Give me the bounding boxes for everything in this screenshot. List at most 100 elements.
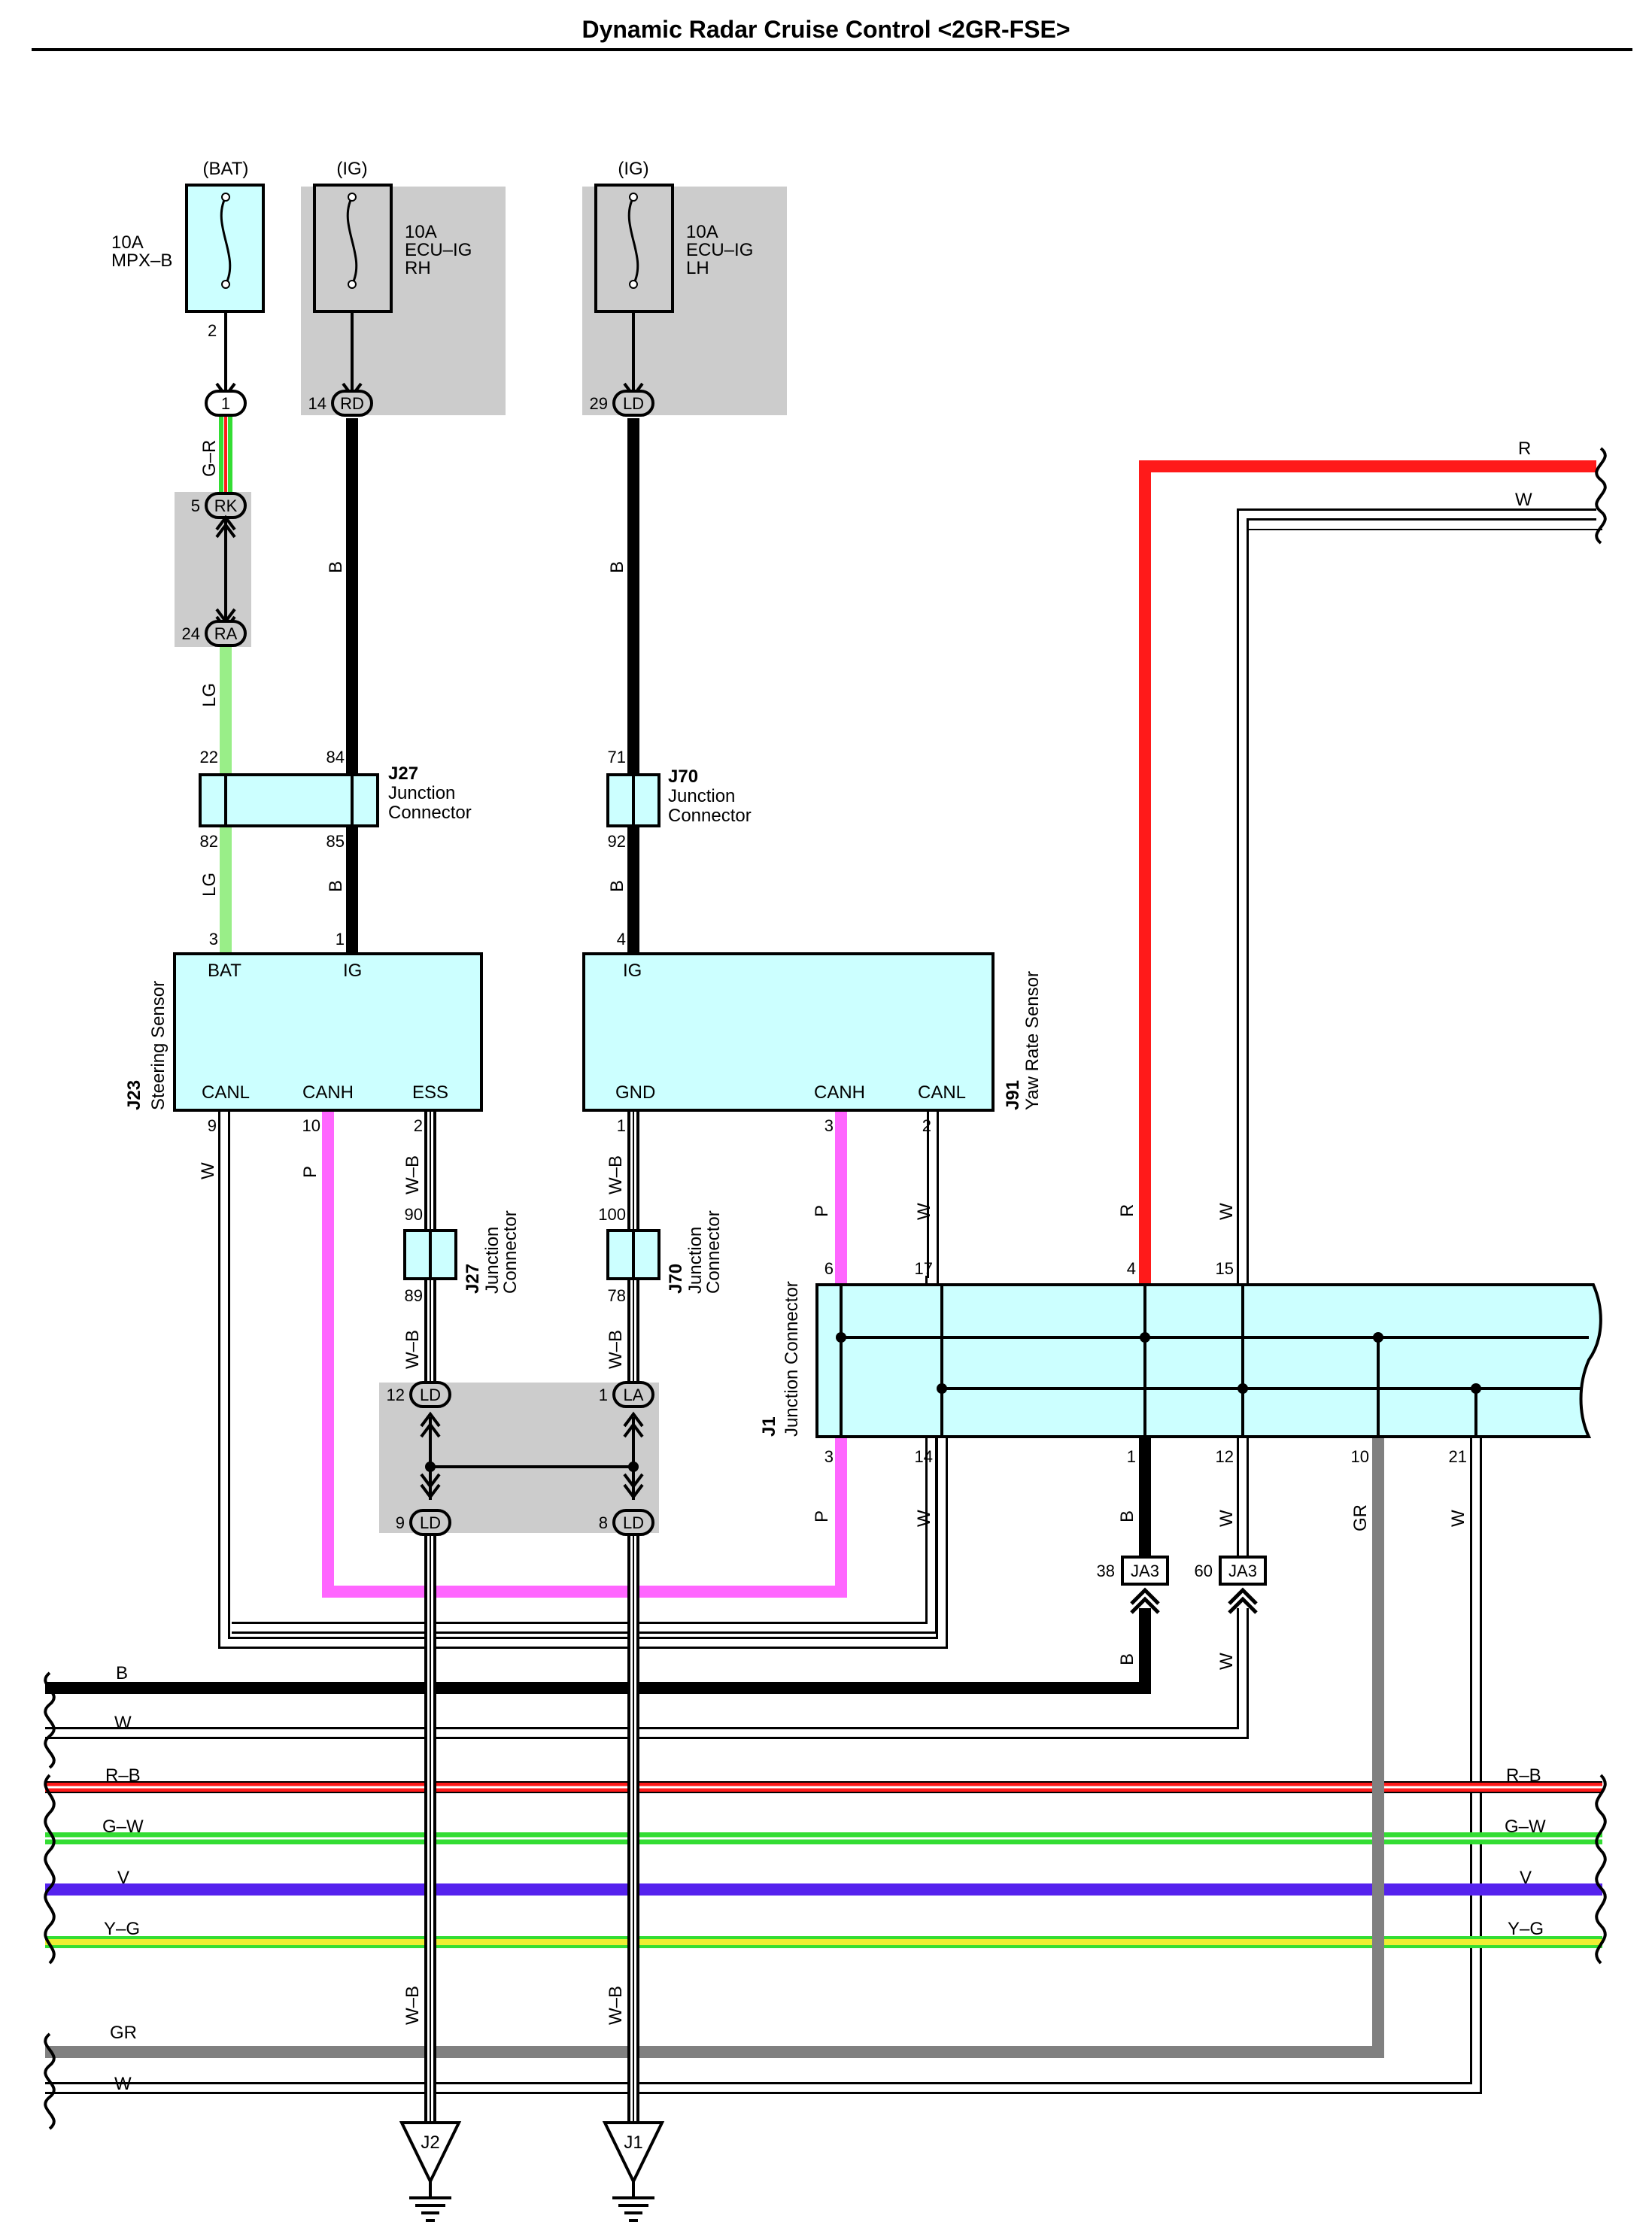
svg-text:90: 90 xyxy=(405,1205,423,1224)
svg-text:1: 1 xyxy=(599,1386,608,1404)
svg-text:W: W xyxy=(1216,1510,1237,1527)
svg-text:W–B: W–B xyxy=(606,1330,626,1369)
svg-text:W: W xyxy=(1216,1653,1237,1670)
wire-r-top xyxy=(1139,460,1596,1285)
junction-j1: 6 17 4 15 3 14 1 12 10 21 J1 Junction Co… xyxy=(759,1259,1602,1466)
svg-text:R: R xyxy=(1117,1204,1137,1217)
fuse-icon xyxy=(627,196,639,285)
svg-text:W: W xyxy=(914,1203,934,1220)
svg-text:P: P xyxy=(812,1205,832,1217)
svg-text:LG: LG xyxy=(199,683,220,707)
svg-text:MPX–B: MPX–B xyxy=(111,250,172,271)
svg-text:W–B: W–B xyxy=(606,1155,626,1194)
svg-text:ECU–IG: ECU–IG xyxy=(686,240,753,260)
svg-text:LD: LD xyxy=(623,1513,644,1532)
svg-text:B: B xyxy=(326,880,346,892)
svg-text:84: 84 xyxy=(326,748,345,766)
splice-ld-la xyxy=(420,1411,644,1500)
svg-text:J2: J2 xyxy=(421,2132,439,2153)
svg-text:W: W xyxy=(198,1162,218,1179)
svg-text:(IG): (IG) xyxy=(336,159,367,179)
svg-text:17: 17 xyxy=(915,1259,933,1278)
svg-text:W: W xyxy=(1216,1203,1237,1220)
svg-text:LG: LG xyxy=(199,873,220,897)
svg-text:LD: LD xyxy=(623,394,644,413)
svg-text:21: 21 xyxy=(1449,1447,1467,1466)
connector-ra: 24 RA xyxy=(182,608,247,647)
svg-text:89: 89 xyxy=(405,1286,423,1305)
connector-la: 1 LA xyxy=(599,1381,654,1408)
svg-text:R–B: R–B xyxy=(1506,1765,1541,1786)
svg-text:Junction: Junction xyxy=(388,783,455,803)
svg-text:B: B xyxy=(326,561,346,573)
connector-ld-29: 29 LD xyxy=(590,382,654,417)
steering-sensor-j23: BAT IG CANL CANH ESS 3 1 9 10 2 J23 Stee… xyxy=(124,930,483,1135)
svg-text:W–B: W–B xyxy=(402,1986,423,2025)
svg-text:Junction Connector: Junction Connector xyxy=(782,1281,802,1437)
svg-text:BAT: BAT xyxy=(208,961,241,981)
fuse-ecu-ig-lh: (IG) 10A ECU–IG LH xyxy=(594,159,753,313)
svg-text:Connector: Connector xyxy=(500,1210,521,1294)
svg-text:LD: LD xyxy=(420,1513,441,1532)
svg-text:W: W xyxy=(914,1510,934,1527)
svg-text:12: 12 xyxy=(387,1386,405,1404)
svg-text:B: B xyxy=(1117,1510,1137,1522)
svg-text:71: 71 xyxy=(608,748,626,766)
svg-text:85: 85 xyxy=(326,832,345,851)
svg-text:W: W xyxy=(1448,1510,1468,1527)
svg-text:ECU–IG: ECU–IG xyxy=(405,240,472,260)
svg-text:8: 8 xyxy=(599,1513,608,1532)
svg-text:2: 2 xyxy=(208,321,217,340)
svg-text:RK: RK xyxy=(214,496,238,515)
break-marks xyxy=(44,447,1607,2130)
svg-text:9: 9 xyxy=(208,1116,217,1135)
svg-text:1: 1 xyxy=(1127,1447,1136,1466)
svg-text:78: 78 xyxy=(608,1286,626,1305)
svg-text:12: 12 xyxy=(1216,1447,1234,1466)
svg-text:W–B: W–B xyxy=(402,1155,423,1194)
svg-text:4: 4 xyxy=(1127,1259,1136,1278)
svg-text:CANL: CANL xyxy=(918,1082,966,1103)
svg-text:V: V xyxy=(117,1868,129,1888)
junction-j27-top: 22 84 82 85 J27 Junction Connector xyxy=(199,748,472,851)
svg-text:JA3: JA3 xyxy=(1131,1562,1159,1580)
svg-text:60: 60 xyxy=(1195,1562,1213,1580)
svg-text:Junction: Junction xyxy=(685,1227,706,1294)
svg-text:GND: GND xyxy=(615,1082,655,1103)
svg-text:4: 4 xyxy=(617,930,626,949)
svg-text:W: W xyxy=(114,1713,132,1733)
svg-text:29: 29 xyxy=(590,394,608,413)
svg-text:1: 1 xyxy=(336,930,345,949)
junction-j27-bottom: 90 89 J27 Junction Connector xyxy=(403,1205,521,1305)
connector-ld-8: 8 LD xyxy=(599,1509,654,1536)
yaw-rate-sensor-j91: IG GND CANH CANL 4 1 3 2 J91 Yaw Rate Se… xyxy=(582,930,1043,1135)
svg-text:22: 22 xyxy=(200,748,218,766)
svg-text:2: 2 xyxy=(414,1116,423,1135)
connector-1: 1 xyxy=(205,382,247,417)
svg-text:J1: J1 xyxy=(759,1416,779,1437)
svg-text:10: 10 xyxy=(302,1116,320,1135)
svg-text:G–W: G–W xyxy=(1505,1817,1546,1837)
svg-text:W–B: W–B xyxy=(402,1330,423,1369)
svg-text:J91: J91 xyxy=(1003,1080,1023,1110)
svg-text:GR: GR xyxy=(1350,1504,1371,1531)
svg-text:W–B: W–B xyxy=(606,1986,626,2025)
svg-text:Connector: Connector xyxy=(388,803,472,823)
svg-text:10A: 10A xyxy=(111,232,144,253)
svg-text:B: B xyxy=(1117,1653,1137,1665)
svg-text:Connector: Connector xyxy=(668,806,752,826)
junction-j70-bottom: 100 78 J70 Junction Connector xyxy=(598,1205,724,1305)
svg-text:J70: J70 xyxy=(666,1264,686,1294)
wire-bat-g-r xyxy=(219,311,232,493)
svg-text:B: B xyxy=(607,561,627,573)
svg-text:2: 2 xyxy=(922,1116,931,1135)
svg-text:6: 6 xyxy=(824,1259,834,1278)
svg-text:RD: RD xyxy=(340,394,364,413)
svg-text:J27: J27 xyxy=(388,763,418,784)
svg-text:IG: IG xyxy=(623,961,642,981)
svg-text:100: 100 xyxy=(598,1205,626,1224)
white-wires xyxy=(45,508,1602,2094)
svg-text:Steering Sensor: Steering Sensor xyxy=(148,981,169,1110)
connector-ld-12: 12 LD xyxy=(387,1381,451,1408)
